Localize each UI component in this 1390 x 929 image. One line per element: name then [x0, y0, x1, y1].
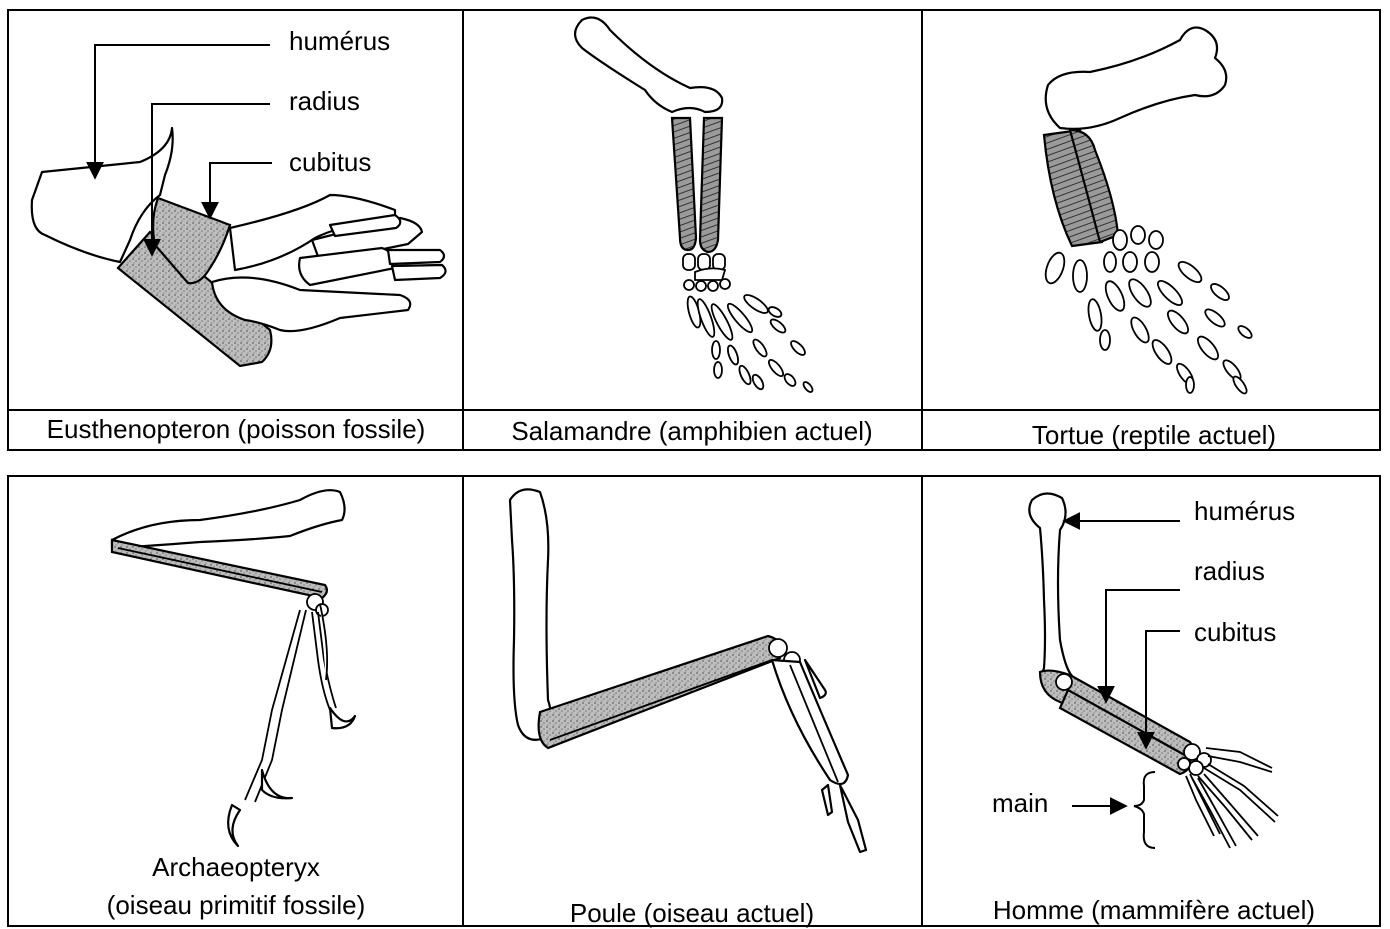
- caption-archaeopteryx-line1: Archaeopteryx: [152, 852, 320, 882]
- label-main: main: [992, 788, 1048, 818]
- label-cubitus: cubitus: [289, 147, 371, 177]
- humerus-leader-line: [95, 45, 270, 178]
- label-human-cubitus: cubitus: [1194, 617, 1276, 647]
- panel-homme: humérus radius cubitus main Homme (mammi…: [992, 493, 1315, 925]
- panel-tortue: Tortue (reptile actuel): [1032, 28, 1276, 450]
- chicken-wing-bones: [510, 489, 866, 852]
- caption-eusthenopteron: Eusthenopteron (poisson fossile): [47, 414, 426, 444]
- main-bracket: [1134, 772, 1155, 848]
- panel-poule: Poule (oiseau actuel): [510, 489, 866, 928]
- archaeopteryx-wing-bones: [112, 490, 355, 846]
- human-radius-leader-line: [1106, 590, 1180, 702]
- label-human-radius: radius: [1194, 556, 1265, 586]
- cubitus-leader-line: [210, 163, 272, 218]
- label-radius: radius: [289, 86, 360, 116]
- label-humerus: humérus: [289, 26, 390, 56]
- panel-archaeopteryx: Archaeopteryx (oiseau primitif fossile): [107, 490, 366, 920]
- panel-salamandre: Salamandre (amphibien actuel): [511, 18, 872, 446]
- turtle-limb-bones: [1042, 28, 1254, 396]
- salamander-limb-bones: [575, 18, 814, 394]
- caption-archaeopteryx-line2: (oiseau primitif fossile): [107, 890, 366, 920]
- caption-homme: Homme (mammifère actuel): [993, 895, 1315, 925]
- human-arm-bones: [1029, 493, 1278, 848]
- caption-poule: Poule (oiseau actuel): [570, 898, 814, 928]
- caption-tortue: Tortue (reptile actuel): [1032, 420, 1276, 450]
- label-human-humerus: humérus: [1194, 496, 1295, 526]
- panel-eusthenopteron: humérus radius cubitus Eusthenopteron (p…: [32, 26, 446, 444]
- caption-salamandre: Salamandre (amphibien actuel): [511, 416, 872, 446]
